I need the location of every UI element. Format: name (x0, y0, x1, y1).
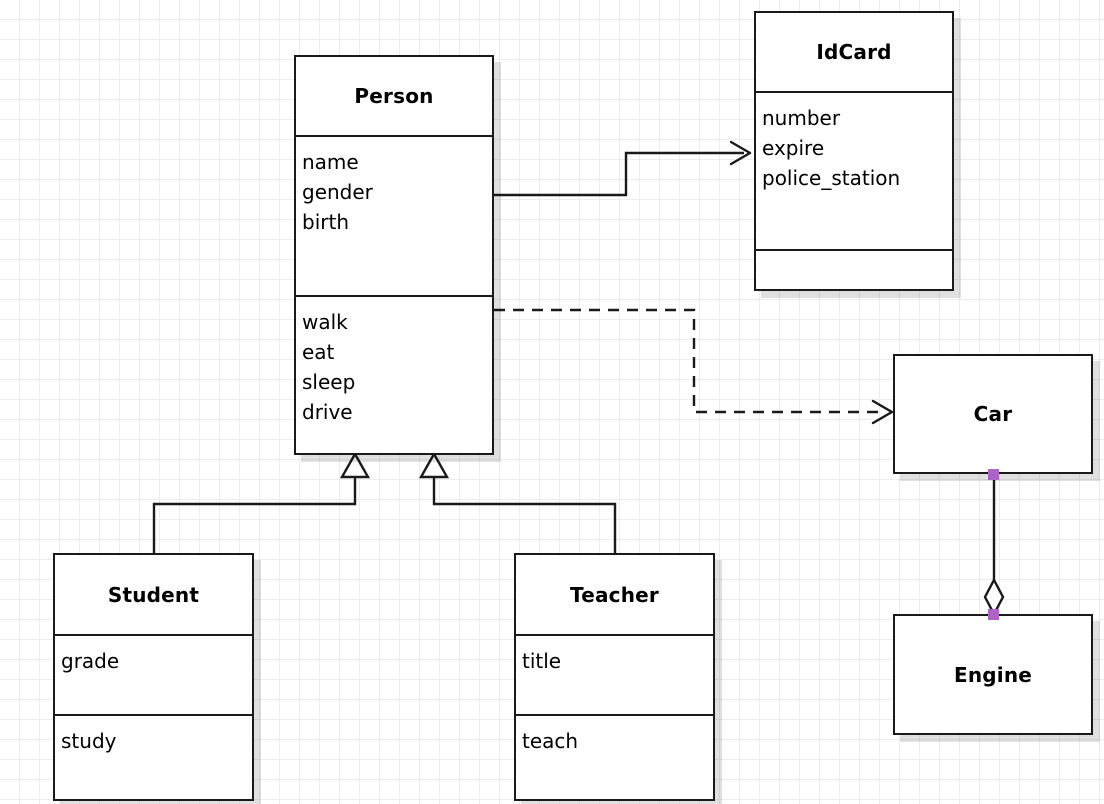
attribute-item: name (302, 150, 359, 174)
class-attributes-idcard: number expire police_station (756, 91, 952, 249)
class-name-idcard: IdCard (816, 40, 892, 64)
class-name-teacher: Teacher (570, 582, 659, 607)
edge-handle-car-end[interactable] (988, 469, 999, 480)
edge-teacher-person[interactable] (418, 451, 617, 553)
attribute-item: birth (302, 210, 349, 234)
attribute-item: expire (762, 136, 825, 160)
edge-person-car[interactable] (494, 308, 894, 425)
method-item: sleep (302, 370, 356, 394)
attribute-item: gender (302, 180, 373, 204)
class-box-student[interactable]: Student grade study (53, 553, 254, 801)
class-name-person: Person (354, 84, 434, 108)
class-box-engine[interactable]: Engine (893, 614, 1093, 735)
class-box-teacher[interactable]: Teacher title teach (514, 553, 715, 801)
class-box-idcard[interactable]: IdCard number expire police_station (754, 11, 954, 291)
class-name-engine: Engine (953, 662, 1033, 687)
class-box-car[interactable]: Car (893, 354, 1093, 474)
method-item: eat (302, 340, 335, 364)
class-name-student: Student (107, 582, 200, 607)
method-item: drive (302, 400, 353, 424)
method-item: teach (522, 729, 579, 753)
edge-handle-engine-end[interactable] (988, 609, 999, 620)
attribute-item: number (762, 106, 841, 130)
attribute-item: police_station (762, 166, 901, 190)
class-box-person[interactable]: Person name gender birth walk eat sleep … (294, 55, 494, 455)
attribute-item: title (522, 649, 562, 673)
attribute-item: grade (61, 649, 120, 673)
class-methods-teacher: teach (516, 714, 713, 799)
class-methods-student: study (55, 714, 252, 799)
edge-car-engine[interactable] (983, 474, 1005, 617)
class-methods-idcard (756, 249, 952, 289)
class-attributes-teacher: title (516, 634, 713, 714)
class-methods-person: walk eat sleep drive (296, 295, 492, 453)
edge-student-person[interactable] (152, 451, 371, 553)
edge-person-idcard[interactable] (494, 140, 752, 197)
class-attributes-student: grade (55, 634, 252, 714)
class-name-car: Car (973, 402, 1013, 426)
class-attributes-person: name gender birth (296, 135, 492, 295)
method-item: walk (302, 310, 348, 334)
method-item: study (61, 729, 117, 753)
